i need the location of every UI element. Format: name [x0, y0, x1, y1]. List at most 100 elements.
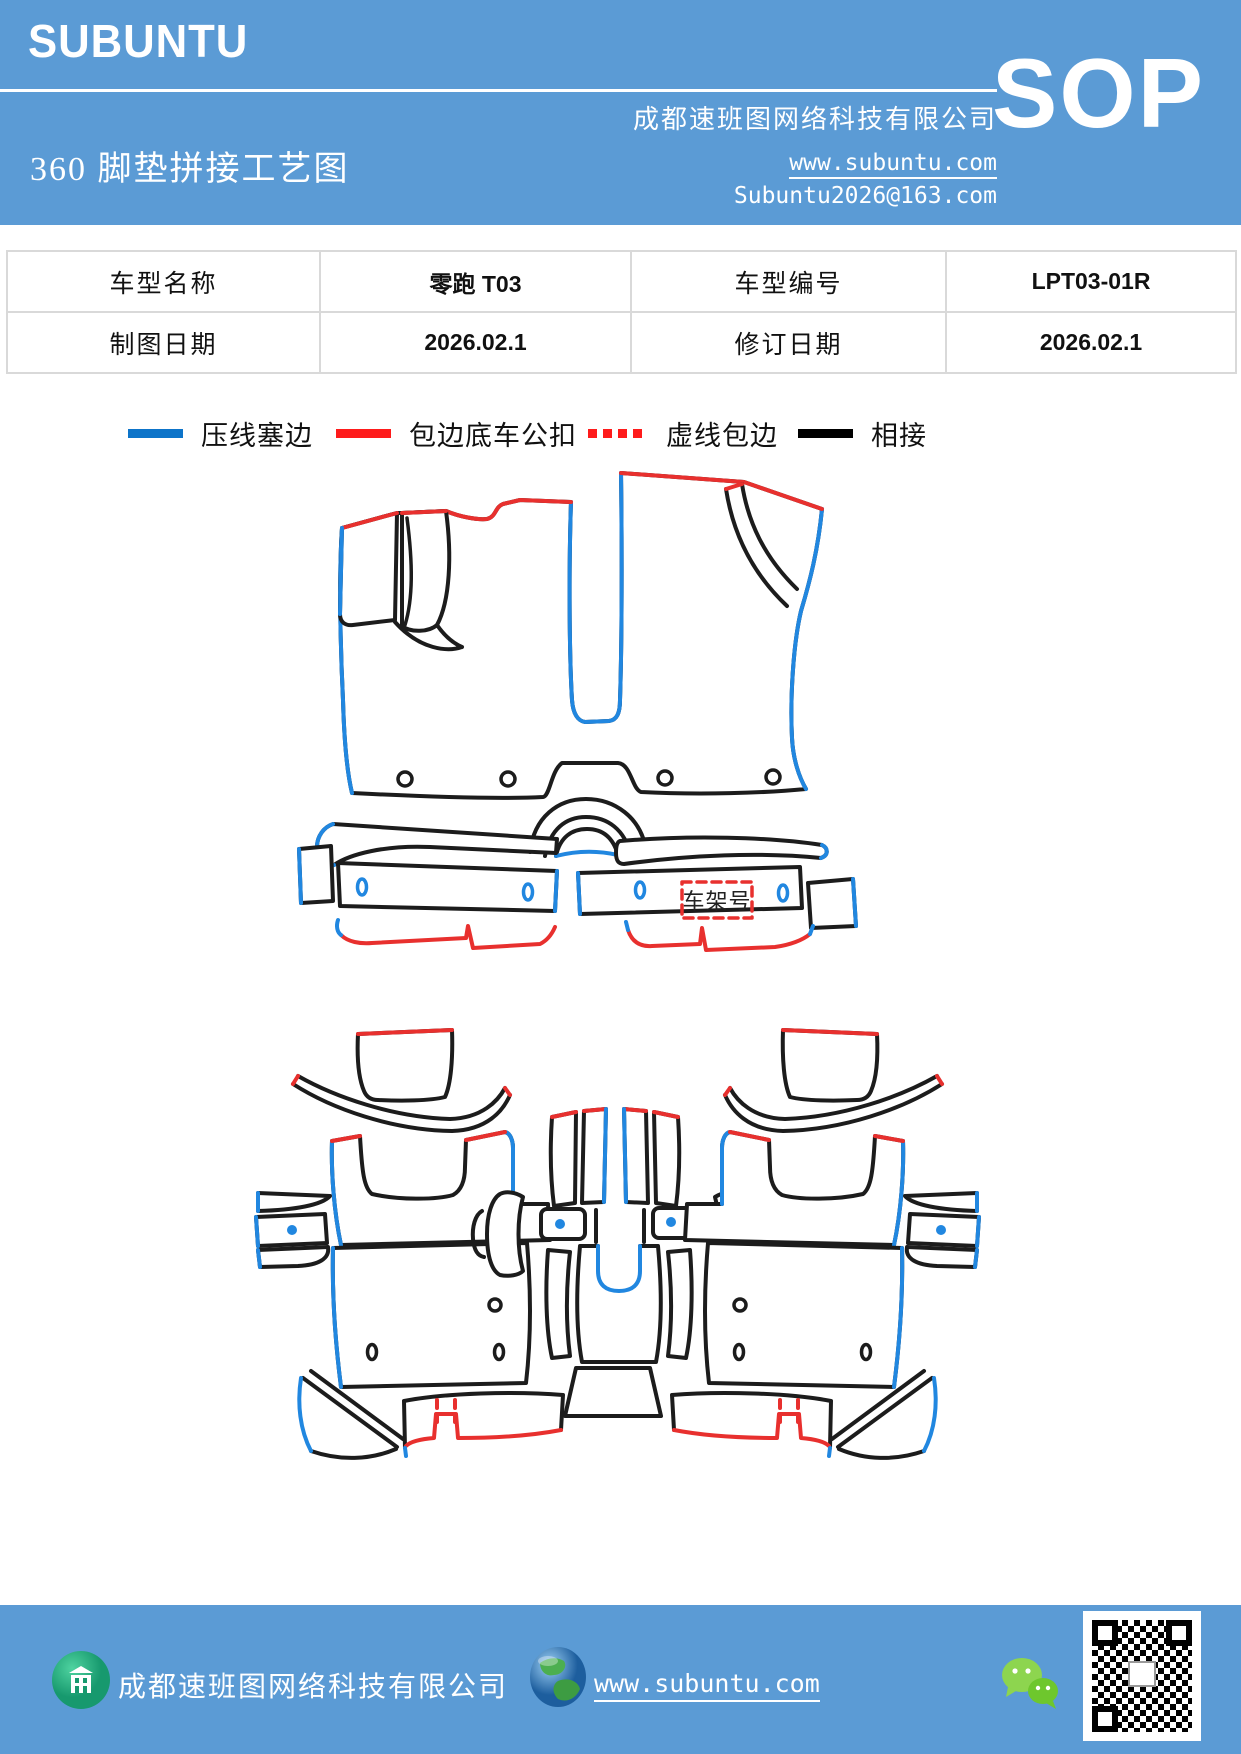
tunnel-column [575, 1244, 663, 1364]
blue-dot [666, 1217, 676, 1227]
boomerang-left-red-tips [291, 1074, 512, 1097]
sill-cap-right-blue-edge [851, 877, 858, 928]
sill-cap-left-blue-edge [297, 847, 303, 905]
page-title: 360 脚垫拼接工艺图 [30, 151, 350, 188]
legend-label: 包边底车公扣 [409, 420, 577, 451]
vehicle-code-value: LPT03-01R [945, 250, 1237, 313]
red-line-swatch [336, 428, 391, 438]
front-flap-1-red-top [340, 511, 399, 530]
thin-strip-right [614, 835, 829, 866]
legend-item-press-edge: 压线塞边 [128, 413, 313, 453]
front-flap-2-red-top [400, 509, 448, 515]
front-mat-assembly: 车架号 [297, 471, 858, 952]
headrest-right [780, 1028, 880, 1103]
boomerang-right [723, 1074, 944, 1133]
tunnel-arch-blue-bottom [554, 849, 620, 858]
qr-code [1083, 1611, 1201, 1741]
binding-top-edges [444, 471, 824, 522]
tunnel-blue-u-notch [596, 1244, 642, 1293]
boomerang-left [291, 1074, 512, 1133]
wing-left [485, 1190, 525, 1278]
sill-strip-right-slots [633, 880, 790, 903]
blue-dot [936, 1225, 946, 1235]
headrest-left [355, 1028, 455, 1103]
company-badge-icon [52, 1651, 110, 1709]
side-strip-left [544, 1248, 572, 1360]
corner-wedge-right [830, 1369, 938, 1460]
header-email: Subuntu2026@163.com [733, 183, 997, 209]
legend-label: 相接 [871, 420, 927, 451]
sill-cap-left [297, 844, 335, 905]
side-strip-right [666, 1248, 694, 1360]
center-strips [548, 1107, 682, 1208]
rear-mat-right-blue-edge [892, 1246, 905, 1389]
legend-item-binding-buckle: 包边底车公扣 [336, 413, 577, 453]
red-dotted-line-swatch [588, 428, 648, 438]
front-flap-hook [393, 620, 464, 652]
vin-box [680, 880, 754, 920]
mid-bars [594, 1208, 646, 1244]
front-crescent [724, 482, 799, 608]
draw-date-value: 2026.02.1 [319, 311, 632, 374]
front-flap-1 [338, 511, 399, 628]
company-logo: SUBUNTU [28, 15, 249, 67]
globe-icon [530, 1647, 586, 1707]
sill-strip-left-slots [355, 877, 535, 902]
binding-zigzag-right-blue-tips [624, 920, 815, 936]
bucket-right-red-tops [728, 1130, 905, 1143]
front-flap-1-blue-edge [338, 526, 344, 616]
table-row: 制图日期 2026.02.1 修订日期 2026.02.1 [6, 311, 1237, 374]
qr-finder [1166, 1620, 1192, 1646]
boomerang-right-red-tips [723, 1074, 944, 1097]
side-stack-right [903, 1191, 981, 1269]
table-row: 车型名称 零跑 T03 车型编号 LPT03-01R [6, 250, 1237, 313]
qr-finder [1092, 1706, 1118, 1732]
front-flap-2 [400, 509, 452, 633]
header-company-name: 成都速班图网络科技有限公司 [632, 105, 997, 134]
footer-company-name: 成都速班图网络科技有限公司 [118, 1672, 509, 1703]
vin-label: 车架号 [682, 889, 751, 914]
headrest-right-red-top [781, 1028, 879, 1036]
sill-strip-right-blue-end [576, 871, 582, 916]
rear-mat-right-eyelets [732, 1297, 873, 1362]
binding-zigzag-left [339, 924, 557, 950]
front-crescent-red-tip [724, 482, 744, 491]
header-banner: SUBUNTU 成都速班图网络科技有限公司 360 脚垫拼接工艺图 SOP ww… [0, 0, 1241, 225]
vehicle-info-table: 车型名称 零跑 T03 车型编号 LPT03-01R 制图日期 2026.02.… [6, 250, 1237, 374]
blue-dot [287, 1225, 297, 1235]
qr-center-logo [1128, 1661, 1156, 1687]
press-edge-center-slot [567, 471, 624, 724]
footer-banner: 成都速班图网络科技有限公司 www.subuntu.com [0, 1605, 1241, 1754]
center-bottom-trapezoid [563, 1366, 663, 1418]
tunnel-arch-piece [528, 797, 648, 858]
legend-item-joint: 相接 [798, 413, 927, 453]
sop-badge: SOP [992, 38, 1205, 148]
press-edge-right [789, 507, 824, 791]
footer-website-link[interactable]: www.subuntu.com [594, 1669, 820, 1702]
qr-finder [1092, 1620, 1118, 1646]
side-stack-left [254, 1191, 332, 1269]
black-line-swatch [798, 428, 853, 438]
legend-label: 压线塞边 [201, 420, 313, 451]
front-flap-2-inner-curve [403, 516, 414, 627]
vehicle-name-value: 零跑 T03 [319, 250, 632, 313]
front-mat-eyelets [396, 768, 782, 788]
bracket-left [470, 1209, 486, 1259]
thin-strip-right-blue-cap [819, 843, 829, 860]
header-website-link[interactable]: www.subuntu.com [789, 150, 997, 179]
vehicle-name-label: 车型名称 [6, 250, 321, 313]
blue-dot [555, 1219, 565, 1229]
binding-zigzag-right [626, 926, 812, 952]
corner-wedge-left [297, 1369, 405, 1460]
rear-mat-left-eyelets [365, 1297, 506, 1362]
rear-mat-left-blue-edge [330, 1246, 343, 1389]
legend-label: 虚线包边 [666, 420, 778, 451]
binding-zigzag-left-blue-tip [335, 918, 343, 937]
sill-cap-right [806, 877, 858, 930]
sill-strip-left-blue-end [553, 869, 559, 913]
draw-date-label: 制图日期 [6, 311, 321, 374]
rear-mat-assembly [254, 1028, 981, 1460]
header-divider [0, 89, 997, 92]
